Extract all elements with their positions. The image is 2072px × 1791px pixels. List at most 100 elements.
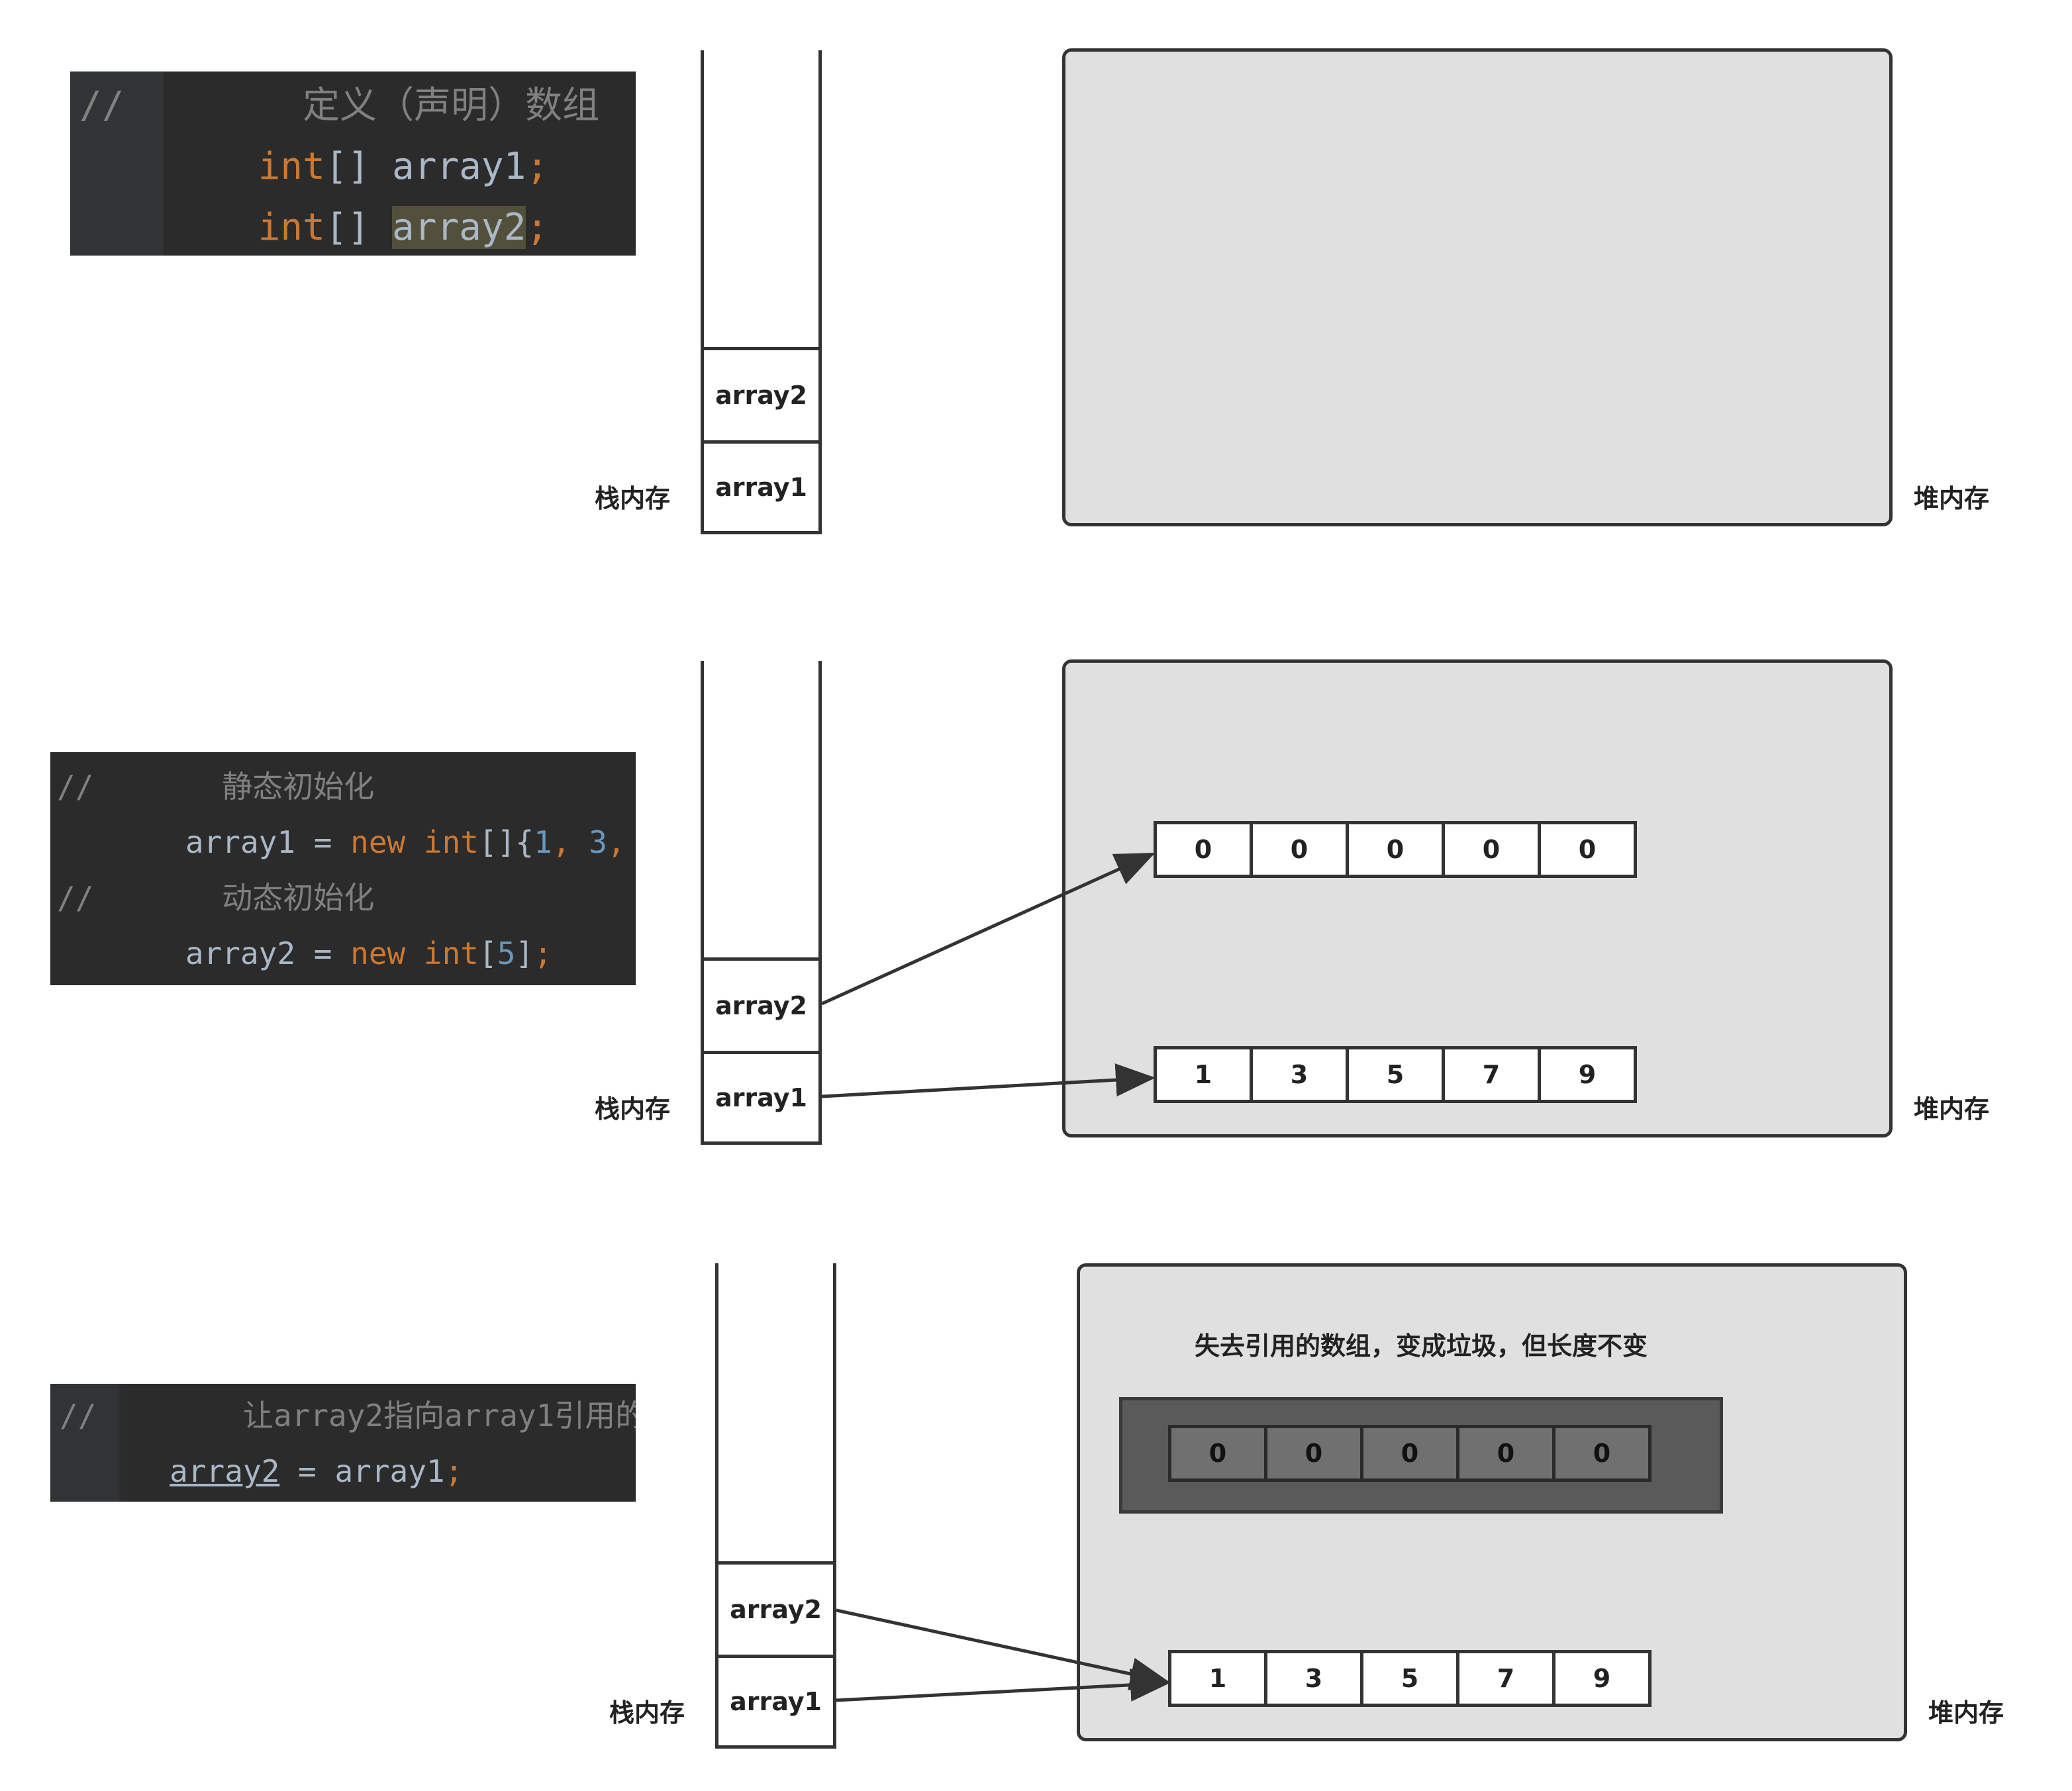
code-token: [	[479, 936, 497, 971]
code-token: 1	[534, 824, 552, 860]
array-element: 1	[1154, 1046, 1253, 1103]
code-token	[57, 936, 185, 971]
code-snippet-declare: // 定义（声明）数组 int[] array1; int[] array2;	[70, 72, 636, 256]
stack-cell-array2: array2	[701, 347, 822, 444]
garbage-array: 0 0 0 0 0	[1168, 1425, 1652, 1482]
code-token: new	[350, 936, 424, 971]
code-token: array2	[170, 1453, 280, 1489]
code-token: array1	[392, 145, 526, 188]
stack-cell-array1: array1	[715, 1655, 836, 1749]
code-token: int	[423, 824, 479, 860]
array-element: 0	[1154, 821, 1253, 878]
code-token: int	[258, 145, 325, 188]
code-token: ;	[526, 145, 549, 188]
stack-memory-label: 栈内存	[595, 1094, 671, 1124]
code-token	[60, 1453, 170, 1489]
array-element: 7	[1442, 1046, 1541, 1103]
code-token: array1	[334, 1453, 445, 1489]
heap-array-dynamic: 0 0 0 0 0	[1154, 821, 1637, 878]
array-element: 3	[1250, 1046, 1349, 1103]
stack-cell-array1: array1	[701, 440, 822, 534]
code-token: //	[57, 769, 94, 804]
code-line: // 静态初始化	[57, 759, 374, 814]
code-snippet-assign: // 让array2指向array1引用的数组 array2 = array1;	[50, 1384, 636, 1502]
code-token: =	[295, 824, 351, 860]
code-token: ]	[515, 936, 534, 971]
heap-memory-label: 堆内存	[1914, 1094, 1990, 1124]
code-snippet-initialize: // 静态初始化 array1 = new int[]{1, 3, 5, 7, …	[50, 752, 636, 985]
array-element: 0	[1360, 1425, 1459, 1482]
stack-cell-array2: array2	[715, 1561, 836, 1658]
array-element: 0	[1456, 1425, 1555, 1482]
code-token: 让array2指向array1引用的数组	[242, 1398, 636, 1433]
array-element: 7	[1456, 1650, 1555, 1707]
code-line: array2 = new int[5];	[57, 926, 552, 981]
code-token: []{	[479, 824, 534, 860]
array-element: 9	[1538, 1046, 1637, 1103]
stack-left-wall	[701, 661, 704, 1144]
code-token: 动态初始化	[93, 880, 375, 916]
code-line: // 动态初始化	[57, 870, 374, 926]
code-line: array2 = array1;	[60, 1443, 463, 1499]
array-element: 3	[1264, 1650, 1363, 1707]
code-token: =	[279, 1453, 335, 1489]
heap-array-shared: 1 3 5 7 9	[1168, 1650, 1652, 1707]
heap-memory-label: 堆内存	[1914, 484, 1990, 513]
code-gutter	[70, 72, 164, 256]
code-token: 静态初始化	[93, 769, 375, 804]
stack-cell-array1: array1	[701, 1051, 822, 1145]
garbage-note: 失去引用的数组，变成垃圾，但长度不变	[1195, 1331, 1648, 1361]
stack-right-wall	[818, 50, 822, 534]
stack-right-wall	[833, 1263, 836, 1748]
heap-memory-area	[1062, 48, 1893, 526]
code-token: int	[258, 206, 325, 249]
code-line: // 定义（声明）数组	[79, 75, 599, 136]
code-token: array2	[392, 206, 526, 249]
code-line: int[] array1;	[79, 136, 548, 197]
code-token: 3	[589, 824, 607, 860]
array-element: 0	[1442, 821, 1541, 878]
code-token: []	[324, 145, 393, 188]
code-token: array2	[185, 936, 296, 971]
code-line: array1 = new int[]{1, 3, 5, 7, 9};	[57, 814, 636, 870]
code-token	[79, 206, 258, 249]
code-line: int[] array2;	[79, 197, 548, 256]
array-element: 0	[1552, 1425, 1652, 1482]
code-token: =	[295, 936, 351, 971]
array-element: 0	[1168, 1425, 1267, 1482]
array-element: 5	[1360, 1650, 1459, 1707]
heap-memory-label: 堆内存	[1928, 1698, 2004, 1727]
code-token: ;	[534, 936, 552, 971]
stack-left-wall	[701, 50, 704, 534]
code-token: //	[60, 1398, 97, 1433]
code-line: // 让array2指向array1引用的数组	[60, 1388, 636, 1443]
code-token: ,	[607, 824, 626, 860]
code-token: 定义（声明）数组	[124, 84, 600, 127]
array-element: 0	[1264, 1425, 1363, 1482]
array-element: 5	[1346, 1046, 1445, 1103]
array-element: 1	[1168, 1650, 1267, 1707]
code-token: new	[350, 824, 424, 860]
code-token	[57, 824, 185, 860]
stack-left-wall	[715, 1263, 718, 1748]
code-token: int	[423, 936, 479, 971]
code-token: ;	[526, 206, 549, 249]
code-token: ;	[444, 1453, 464, 1489]
array-element: 9	[1552, 1650, 1652, 1707]
code-token: //	[57, 880, 94, 916]
code-token: array1	[185, 824, 296, 860]
array-element: 0	[1538, 821, 1637, 878]
heap-array-static: 1 3 5 7 9	[1154, 1046, 1637, 1103]
code-gutter	[50, 1384, 121, 1502]
code-token: //	[79, 84, 124, 127]
stack-right-wall	[818, 661, 822, 1144]
stack-memory-label: 栈内存	[595, 484, 671, 513]
array-element: 0	[1250, 821, 1349, 878]
code-token: ,	[552, 824, 589, 860]
stack-memory-label: 栈内存	[609, 1698, 685, 1727]
code-token: 5	[497, 936, 516, 971]
stack-cell-array2: array2	[701, 957, 822, 1054]
array-element: 0	[1346, 821, 1445, 878]
code-token: []	[324, 206, 393, 249]
code-token	[79, 145, 258, 188]
